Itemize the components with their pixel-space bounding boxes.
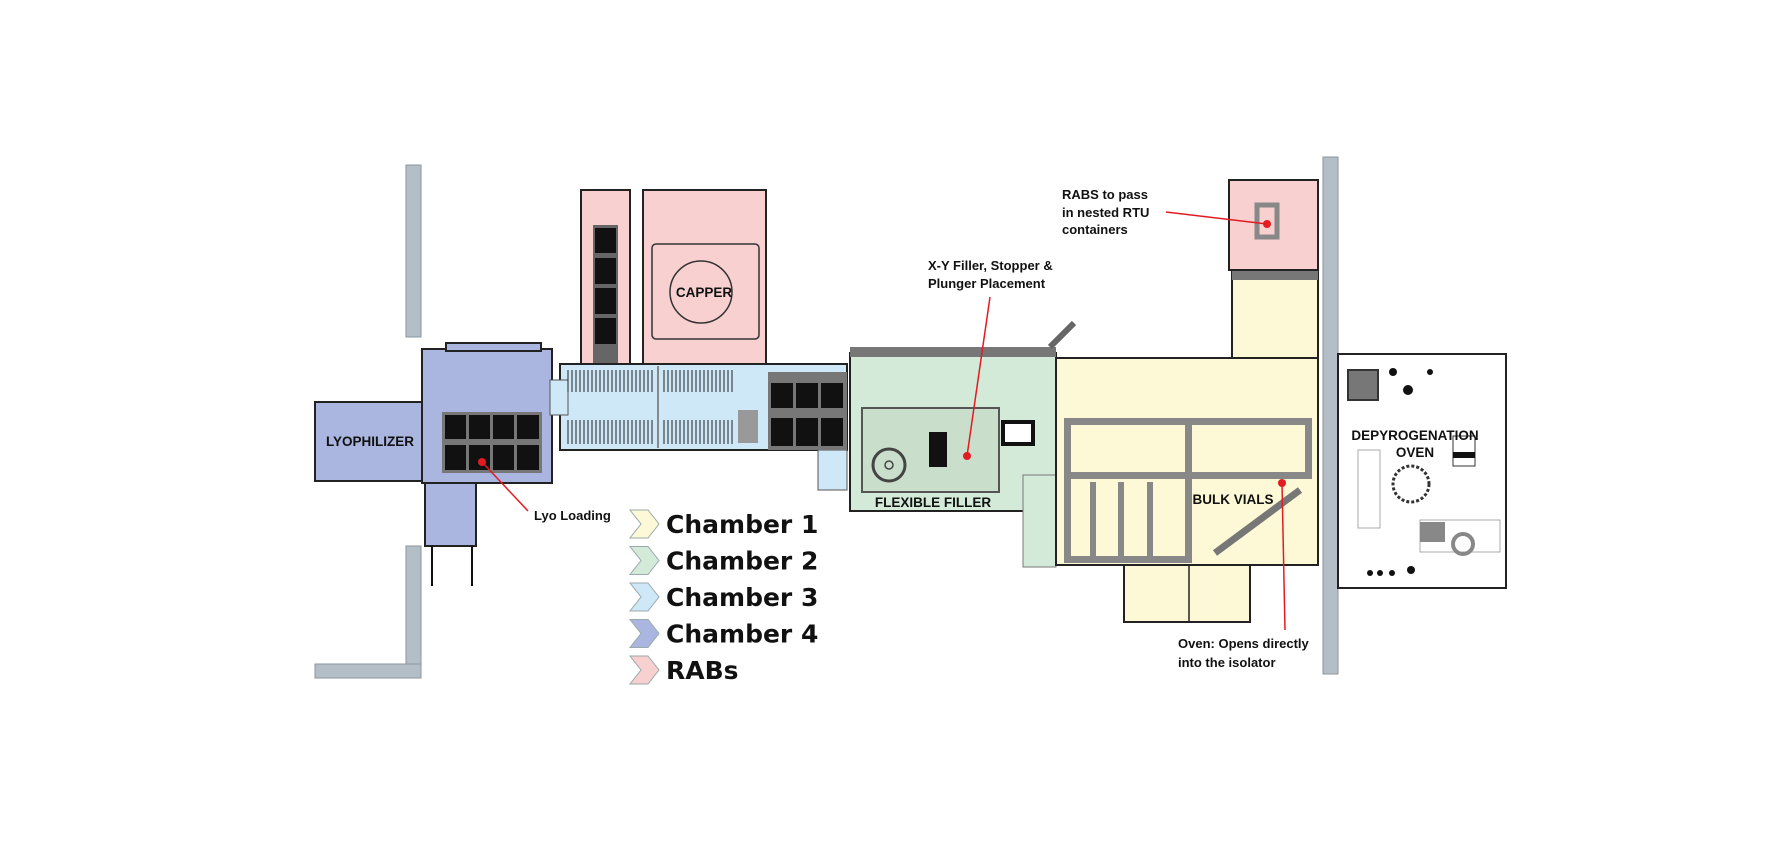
legend-chevron-icon [628,655,660,685]
rabs-callout-line2: in nested RTU [1062,205,1149,220]
chamber-2-area: FLEXIBLE FILLER [849,320,1077,568]
legend-item: Chamber 1 [628,509,818,539]
oven-callout-line2: into the isolator [1178,655,1276,670]
legend-chevron-icon [628,509,660,539]
rabs-callout-line3: containers [1062,222,1128,237]
rabs-callout-line1: RABS to pass [1062,187,1148,202]
legend-chevron-icon [628,619,660,648]
lyo-loading-callout: Lyo Loading [534,508,611,523]
oven-label-line2: OVEN [1396,445,1434,460]
xy-filler-callout-line2: Plunger Placement [928,276,1046,291]
chamber-3-area [549,363,848,491]
capper-label: CAPPER [676,285,733,300]
lyophilizer-label: LYOPHILIZER [326,434,414,449]
rab-pass-through [1228,179,1319,271]
legend-item: Chamber 4 [628,619,818,649]
legend-item: Chamber 3 [628,582,818,612]
left-wall-foot [314,663,422,679]
left-wall-bottom [405,545,422,679]
legend-label: RABs [666,656,739,685]
rabs-left: CAPPER [580,189,767,365]
bulk-vials-label: BULK VIALS [1193,492,1274,507]
chamber-1-extension [1123,564,1251,623]
legend: Chamber 1 Chamber 2 Chamber 3 Chamber 4 RABs [628,509,818,685]
right-wall [1322,156,1339,675]
flexible-filler-label: FLEXIBLE FILLER [875,495,991,510]
capper-box [642,189,767,365]
oven-label-line1: DEPYROGENATION [1351,428,1478,443]
depyrogenation-oven: DEPYROGENATION OVEN [1337,353,1507,589]
legend-label: Chamber 3 [666,583,818,612]
lyo-lower-section [424,482,477,547]
legend-label: Chamber 4 [666,620,818,649]
legend-chevron-icon [628,546,660,575]
chamber-1-area: BULK VIALS [1055,269,1319,623]
xy-filler-callout-line1: X-Y Filler, Stopper & [928,258,1053,273]
left-wall-top [405,164,422,338]
capper-turret [669,260,733,324]
oven-callout-line1: Oven: Opens directly [1178,636,1310,651]
legend-item: RABs [628,655,739,685]
legend-label: Chamber 2 [666,547,818,576]
chamber-4-area: LYOPHILIZER [314,342,553,586]
conveyor-ticks [567,370,733,444]
lyophilizer-box [314,401,429,482]
chamber-1-column [1231,269,1319,359]
legend-chevron-icon [628,582,660,612]
legend-label: Chamber 1 [666,510,818,539]
rabs-right [1228,179,1319,271]
callouts [478,211,1286,631]
legend-item: Chamber 2 [628,546,818,576]
